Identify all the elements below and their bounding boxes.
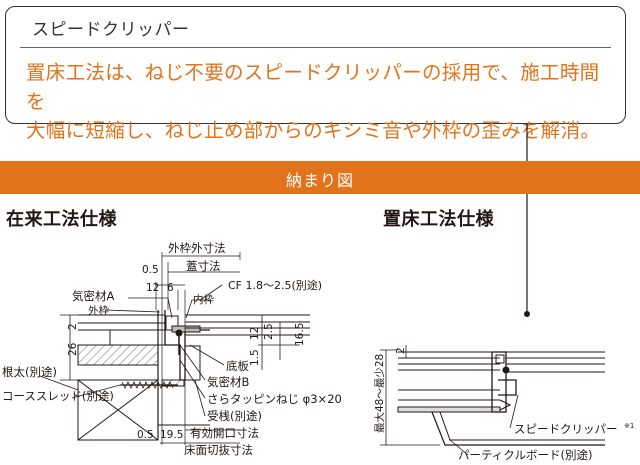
label-speed-clipper-note: ※1 <box>624 422 634 430</box>
dim-26: 26 <box>67 342 79 356</box>
dim-19-5: 19.5 <box>160 429 183 441</box>
callout-body-line-1: 置床工法は、ねじ不要のスピードクリッパーの採用で、施工時間を <box>26 61 600 113</box>
label-cf: CF 1.8～2.5(別途) <box>228 278 322 292</box>
callout-box: スピードクリッパー 置床工法は、ねじ不要のスピードクリッパーの採用で、施工時間を… <box>5 6 626 142</box>
dim-2-5: 2.5 <box>263 323 275 340</box>
dim-2-right: 2 <box>395 347 407 354</box>
dim-12-vertical: 12 <box>249 327 261 340</box>
right-labels: 最大48～最少28 2 スピードクリッパー ※1 パーティクルボード(別途) <box>373 347 634 462</box>
label-joist: 根太(別途) <box>2 365 57 379</box>
right-drawing <box>380 345 605 456</box>
dim-0-5-top: 0.5 <box>142 264 159 276</box>
label-tapping-screw: さらタッピンねじ φ3×20 <box>207 392 342 406</box>
callout-title: スピードクリッパー <box>32 20 190 40</box>
label-range: 最大48～最少28 <box>373 354 386 433</box>
section-banner: 納まり図 <box>0 161 640 194</box>
label-lid-dim: 蓋寸法 <box>186 259 221 273</box>
banner-label: 納まり図 <box>285 171 354 190</box>
right-diagram-title: 置床工法仕様 <box>383 209 494 230</box>
callout-divider <box>20 47 611 48</box>
dim-0-5-bottom: 0.5 <box>137 429 154 441</box>
label-particle-board: パーティクルボード(別途) <box>458 448 592 462</box>
callout-body: 置床工法は、ねじ不要のスピードクリッパーの採用で、施工時間を 大幅に短縮し、ねじ… <box>26 58 616 145</box>
label-support: 受桟(別途) <box>207 409 262 423</box>
label-coarse-thread: コーススレッド(別途) <box>2 389 114 403</box>
dim-16-5: 16.5 <box>294 323 306 346</box>
label-floor-cut: 床面切抜寸法 <box>184 443 253 457</box>
dim-6: 6 <box>167 282 174 294</box>
label-airtight-a: 気密材A <box>72 289 114 303</box>
dim-2: 2 <box>67 323 79 330</box>
label-inner-frame: 内枠 <box>193 293 214 306</box>
label-airtight-b: 気密材B <box>207 375 249 389</box>
label-outer-frame-dim: 外枠外寸法 <box>168 241 226 255</box>
label-outer-frame: 外枠 <box>88 304 109 317</box>
left-labels: 外枠外寸法 蓋寸法 0.5 12 6 気密材A 外枠 内枠 CF 1.8～2.5… <box>2 241 342 457</box>
label-effective-opening: 有効開口寸法 <box>190 426 259 440</box>
left-diagram-title: 在来工法仕様 <box>6 209 117 230</box>
callout-body-line-2: 大幅に短縮し、ねじ止め部からのキシミ音や外枠の歪みを解消。 <box>26 119 601 142</box>
label-speed-clipper: スピードクリッパー <box>514 422 618 436</box>
callout-leader-dot <box>524 311 530 317</box>
label-bottom-plate: 底板 <box>226 359 249 373</box>
left-drawing <box>39 252 310 445</box>
dim-12: 12 <box>146 282 159 294</box>
dim-1-5: 1.5 <box>249 349 261 366</box>
